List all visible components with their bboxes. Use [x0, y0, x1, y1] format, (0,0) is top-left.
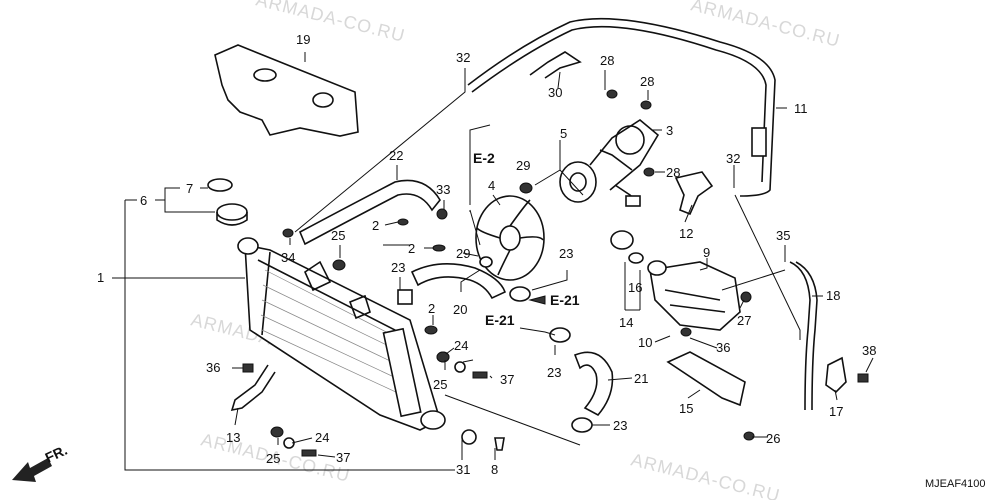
- callout[interactable]: 23: [613, 418, 627, 433]
- callout[interactable]: 2: [408, 241, 415, 256]
- callout[interactable]: 32: [726, 151, 740, 166]
- callout[interactable]: 19: [296, 32, 310, 47]
- callout[interactable]: 21: [634, 371, 648, 386]
- callout[interactable]: 3: [666, 123, 673, 138]
- callout[interactable]: 24: [315, 430, 329, 445]
- fasteners: [242, 89, 869, 457]
- callout[interactable]: 37: [336, 450, 350, 465]
- callout[interactable]: 37: [500, 372, 514, 387]
- radiator-part[interactable]: [237, 237, 446, 431]
- callout[interactable]: 7: [186, 181, 193, 196]
- callout[interactable]: 11: [794, 101, 808, 116]
- callout[interactable]: 27: [737, 313, 751, 328]
- callout[interactable]: 35: [776, 228, 790, 243]
- callout[interactable]: 36: [716, 340, 730, 355]
- callout[interactable]: 23: [547, 365, 561, 380]
- callout[interactable]: 2: [428, 301, 435, 316]
- callout[interactable]: 16: [628, 280, 642, 295]
- upper-hose-part[interactable]: [298, 179, 441, 246]
- callout[interactable]: 1: [97, 270, 104, 285]
- hose-clamps: [397, 286, 593, 433]
- callout[interactable]: 25: [266, 451, 280, 466]
- callout[interactable]: 6: [140, 193, 147, 208]
- callout[interactable]: 26: [766, 431, 780, 446]
- front-arrow: FR.: [12, 442, 70, 482]
- ref-e21-left[interactable]: E-21: [485, 312, 515, 328]
- callout[interactable]: 36: [206, 360, 220, 375]
- callout[interactable]: 13: [226, 430, 240, 445]
- callout[interactable]: 24: [454, 338, 468, 353]
- callout[interactable]: 22: [389, 148, 403, 163]
- tank-cap-part[interactable]: [610, 230, 644, 264]
- clip-part[interactable]: [529, 51, 582, 79]
- radiator-cap-part[interactable]: [207, 178, 248, 226]
- callout[interactable]: 32: [456, 50, 470, 65]
- bracket-13-part[interactable]: [230, 364, 276, 412]
- diagram-code: MJEAF4100: [925, 478, 986, 490]
- callout[interactable]: 28: [600, 53, 614, 68]
- callout[interactable]: 31: [456, 462, 470, 477]
- callout[interactable]: 25: [433, 377, 447, 392]
- callout[interactable]: 5: [560, 126, 567, 141]
- reserve-tank-part[interactable]: [647, 260, 741, 331]
- shroud-plate-part[interactable]: [214, 44, 359, 137]
- callout[interactable]: 2: [372, 218, 379, 233]
- breather-hose-part[interactable]: [789, 261, 811, 411]
- watermark: ARMADA-CO.RU: [629, 449, 782, 500]
- callout[interactable]: 20: [453, 302, 467, 317]
- callout[interactable]: 29: [516, 158, 530, 173]
- stay-12-part[interactable]: [674, 171, 714, 216]
- ref-e2[interactable]: E-2: [473, 150, 495, 166]
- callout[interactable]: 30: [548, 85, 562, 100]
- callout[interactable]: 9: [703, 245, 710, 260]
- bracket-17-part[interactable]: [825, 356, 847, 394]
- callout[interactable]: 10: [638, 335, 652, 350]
- callout-labels: 1 2 2 2 3 4 5 6 7 8 9 10 11 12 13 14 15 …: [97, 32, 876, 477]
- ref-e21-right[interactable]: E-21: [550, 292, 580, 308]
- callout[interactable]: 23: [391, 260, 405, 275]
- callout[interactable]: 38: [862, 343, 876, 358]
- callout[interactable]: 12: [679, 226, 693, 241]
- hose-20-part[interactable]: [410, 263, 506, 300]
- callout[interactable]: 15: [679, 401, 693, 416]
- overflow-hose-part[interactable]: [467, 17, 776, 197]
- leader-lines: [112, 52, 874, 471]
- reference-markers: E-2 E-21 E-21: [473, 150, 580, 328]
- callout[interactable]: 17: [829, 404, 843, 419]
- callout[interactable]: 33: [436, 182, 450, 197]
- hose-21-part[interactable]: [573, 351, 614, 417]
- callout[interactable]: 23: [559, 246, 573, 261]
- watermark: ARMADA-CO.RU: [254, 0, 407, 46]
- callout[interactable]: 34: [281, 250, 295, 265]
- callout[interactable]: 18: [826, 288, 840, 303]
- callout[interactable]: 28: [640, 74, 654, 89]
- watermark: ARMADA-CO.RU: [689, 0, 842, 51]
- callout[interactable]: 8: [491, 462, 498, 477]
- fan-part[interactable]: [475, 195, 545, 281]
- callout[interactable]: 4: [488, 178, 495, 193]
- front-label: FR.: [43, 442, 70, 466]
- bracket-15-part[interactable]: [666, 351, 746, 407]
- callout[interactable]: 14: [619, 315, 633, 330]
- callout[interactable]: 29: [456, 246, 470, 261]
- fan-motor-part[interactable]: [559, 119, 660, 207]
- callout[interactable]: 28: [666, 165, 680, 180]
- callout[interactable]: 25: [331, 228, 345, 243]
